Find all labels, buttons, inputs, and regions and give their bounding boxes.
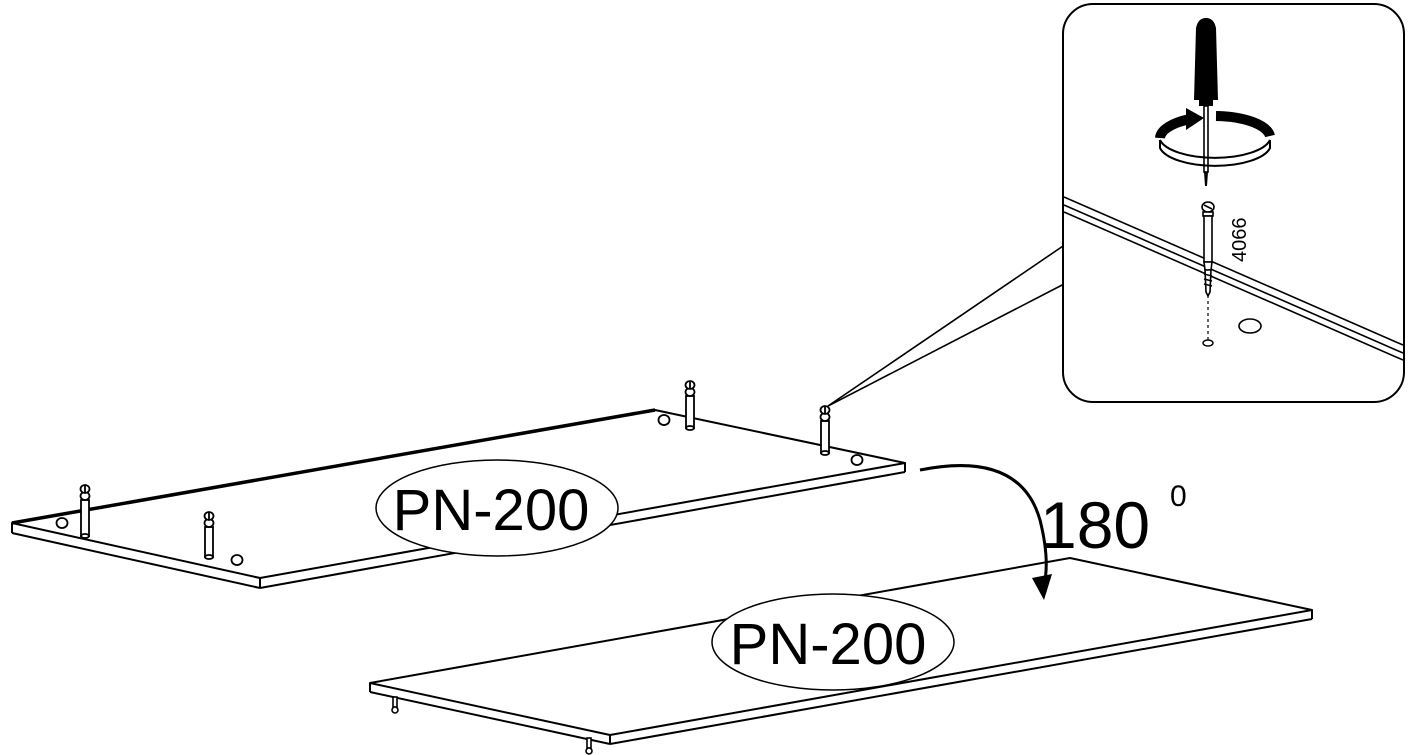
hole: [1202, 339, 1214, 347]
cam-dowel-icon: [391, 696, 399, 714]
hole: [1238, 318, 1262, 334]
detail-inset: 4066: [1062, 3, 1405, 403]
cam-dowel-icon: [79, 484, 91, 539]
rotation-label: 180 0: [1040, 480, 1187, 562]
svg-text:PN-200: PN-200: [393, 478, 590, 543]
rotate-arrow-icon: [919, 464, 1052, 600]
hole: [657, 414, 671, 426]
svg-text:180: 180: [1040, 488, 1150, 562]
panel-label-top: PN-200: [375, 459, 619, 557]
hole: [230, 554, 244, 566]
cam-dowel-icon: [203, 511, 215, 560]
screwdriver-icon: [1155, 18, 1275, 186]
cam-dowel-icon: [819, 405, 831, 456]
part-number-label: 4066: [1229, 218, 1251, 263]
cam-dowel-icon: [684, 380, 696, 431]
hole: [55, 517, 69, 529]
svg-text:PN-200: PN-200: [730, 612, 927, 677]
panel-top-holes: [55, 414, 864, 566]
cam-dowel-icon: [1201, 201, 1215, 298]
panel-label-bottom: PN-200: [711, 593, 955, 691]
callout-leader: [827, 243, 1067, 407]
cam-dowel-icon: [585, 737, 593, 755]
svg-text:0: 0: [1170, 480, 1187, 513]
hole: [850, 454, 864, 466]
